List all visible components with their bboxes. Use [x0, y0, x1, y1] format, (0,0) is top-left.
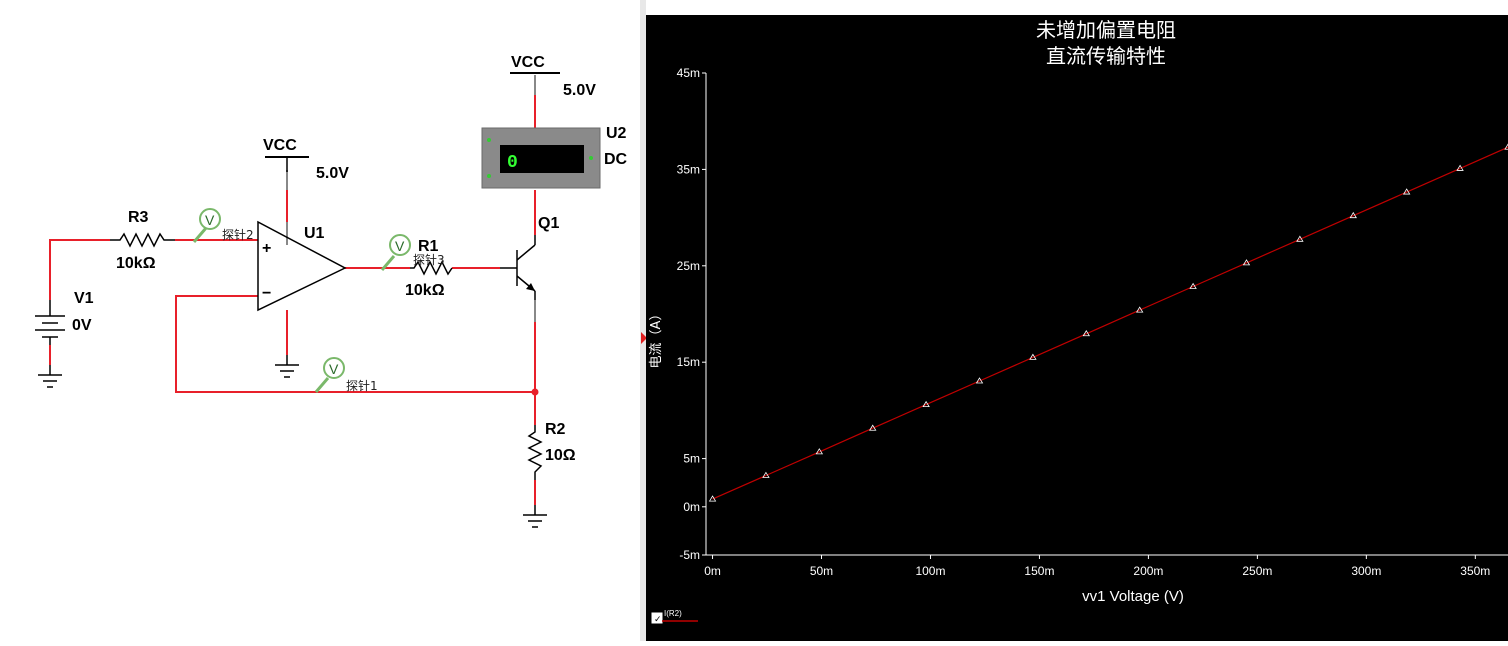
vcc1-value: 5.0V	[316, 165, 349, 182]
probe-1-label: 探针1	[346, 378, 378, 393]
probe-2[interactable]: V 探针2	[194, 209, 254, 242]
u2-name: U2	[606, 125, 627, 142]
u2-display-reading: 0	[507, 153, 518, 173]
legend-label: I(R2)	[664, 609, 682, 618]
r2-resistor[interactable]: R2 10Ω	[529, 421, 576, 480]
u1-opamp[interactable]: + − U1	[258, 222, 345, 310]
vcc1-label: VCC	[263, 137, 297, 154]
vcc2-value: 5.0V	[563, 82, 596, 99]
series-line	[713, 147, 1508, 499]
series-trace	[713, 147, 1508, 499]
r3-name: R3	[128, 209, 149, 226]
schematic-svg: VCC 5.0V VCC 5.0V R3 10kΩ V1 0V + − U1	[0, 0, 640, 641]
probe-2-symbol: V	[205, 212, 215, 228]
y-tick-label: 45m	[677, 66, 700, 80]
probe-1-symbol: V	[329, 361, 339, 377]
r2-value: 10Ω	[545, 447, 576, 464]
x-tick-label: 300m	[1351, 564, 1381, 578]
probe-2-label: 探针2	[222, 227, 254, 242]
u1-name: U1	[304, 225, 325, 242]
y-tick-label: 25m	[677, 259, 700, 273]
ground-symbol-v1	[38, 365, 62, 387]
y-tick-label: 5m	[683, 452, 700, 466]
r1-value: 10kΩ	[405, 282, 445, 299]
v1-source[interactable]: V1 0V	[35, 290, 94, 345]
x-axis-label: vv1 Voltage (V)	[1082, 588, 1184, 605]
ground-symbol-u1	[275, 355, 299, 377]
axes	[702, 73, 1508, 559]
ground-symbol-r2	[523, 505, 547, 527]
q1-transistor[interactable]: Q1	[500, 215, 559, 300]
x-tick-label: 350m	[1460, 564, 1490, 578]
probe-3-label: 探针3	[413, 252, 445, 267]
legend[interactable]: ✓ I(R2)	[652, 609, 698, 625]
x-tick-label: 200m	[1133, 564, 1163, 578]
r3-value: 10kΩ	[116, 255, 156, 272]
x-tick-label: 50m	[810, 564, 833, 578]
r3-resistor[interactable]: R3 10kΩ	[110, 209, 175, 272]
u2-ammeter[interactable]: 0 U2 DC	[482, 125, 628, 188]
v1-value: 0V	[72, 317, 92, 334]
x-tick-label: 250m	[1242, 564, 1272, 578]
schematic-canvas[interactable]: VCC 5.0V VCC 5.0V R3 10kΩ V1 0V + − U1	[0, 0, 640, 641]
x-tick-label: 0m	[704, 564, 721, 578]
y-tick-label: -5m	[679, 548, 700, 562]
junction-dot	[532, 389, 539, 396]
chart-title: 未增加偏置电阻	[1036, 18, 1176, 42]
y-tick-label: 0m	[683, 500, 700, 514]
y-axis-label: 电流（A）	[649, 308, 664, 369]
grapher-plot[interactable]: 未增加偏置电阻 直流传输特性 -5m 0m 5m 15m 25m 35m 45m 0m 50m…	[646, 15, 1508, 641]
vcc2-symbol[interactable]: VCC 5.0V	[510, 54, 596, 99]
vcc1-symbol[interactable]: VCC 5.0V	[263, 137, 349, 182]
probe-3-symbol: V	[395, 238, 405, 254]
y-tick-label: 35m	[677, 162, 700, 176]
y-tick-labels: -5m 0m 5m 15m 25m 35m 45m	[677, 66, 700, 562]
x-tick-label: 100m	[915, 564, 945, 578]
x-tick-labels: 0m 50m 100m 150m 200m 250m 300m 350m	[704, 564, 1490, 578]
vcc2-label: VCC	[511, 54, 545, 71]
v1-name: V1	[74, 290, 94, 307]
r1-resistor[interactable]: R1 10kΩ	[405, 238, 452, 299]
x-tick-label: 150m	[1024, 564, 1054, 578]
u1-plus-sign: +	[262, 240, 271, 257]
u2-mode: DC	[604, 151, 628, 168]
plot-svg: 未增加偏置电阻 直流传输特性 -5m 0m 5m 15m 25m 35m 45m 0m 50m…	[646, 15, 1508, 641]
probe-1[interactable]: V 探针1	[316, 358, 378, 393]
u1-minus-sign: −	[262, 285, 271, 302]
r2-name: R2	[545, 421, 566, 438]
top-strip	[646, 0, 1508, 15]
chart-subtitle: 直流传输特性	[1046, 44, 1166, 68]
svg-text:✓: ✓	[654, 615, 662, 625]
y-tick-label: 15m	[677, 355, 700, 369]
q1-name: Q1	[538, 215, 559, 232]
